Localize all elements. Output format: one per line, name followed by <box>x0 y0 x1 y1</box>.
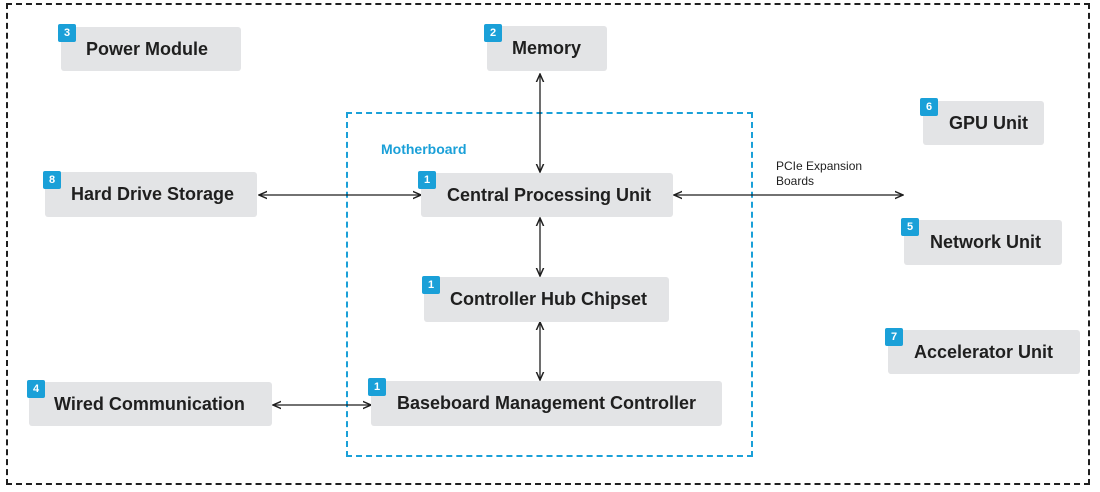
hard-drive-storage-label: Hard Drive Storage <box>71 184 235 204</box>
hard-drive-storage-node: Hard Drive Storage <box>45 172 257 217</box>
accelerator-unit-badge: 7 <box>885 328 903 346</box>
accelerator-unit-node: Accelerator Unit <box>888 330 1080 374</box>
bmc-node: Baseboard Management Controller <box>371 381 722 426</box>
controller-hub-chipset-node: Controller Hub Chipset <box>424 277 669 322</box>
power-module-node: Power Module <box>61 27 241 71</box>
network-unit-label: Network Unit <box>930 232 1042 252</box>
cpu-node: Central Processing Unit <box>421 173 673 217</box>
network-unit-badge: 5 <box>901 218 919 236</box>
memory-node: Memory <box>487 26 607 71</box>
motherboard-label: Motherboard <box>381 141 467 157</box>
cpu-label: Central Processing Unit <box>447 184 652 205</box>
pcie-expansion-label: PCIe Expansion Boards <box>776 159 863 188</box>
wired-communication-node: Wired Communication <box>29 382 272 426</box>
controller-hub-chipset-badge: 1 <box>422 276 440 294</box>
gpu-unit-label: GPU Unit <box>949 112 1028 133</box>
gpu-unit-badge: 6 <box>920 98 938 116</box>
controller-hub-chipset-label: Controller Hub Chipset <box>450 289 647 309</box>
power-module-badge: 3 <box>58 24 76 42</box>
memory-badge: 2 <box>484 24 502 42</box>
power-module-label: Power Module <box>86 38 209 59</box>
gpu-unit-node: GPU Unit <box>923 101 1044 145</box>
bmc-badge: 1 <box>368 378 386 396</box>
motherboard-boundary <box>346 112 753 457</box>
wired-communication-label: Wired Communication <box>54 393 245 414</box>
accelerator-unit-label: Accelerator Unit <box>914 341 1054 362</box>
cpu-badge: 1 <box>418 171 436 189</box>
bmc-label: Baseboard Management Controller <box>397 393 697 413</box>
network-unit-node: Network Unit <box>904 220 1062 265</box>
hard-drive-storage-badge: 8 <box>43 171 61 189</box>
wired-communication-badge: 4 <box>27 380 45 398</box>
memory-label: Memory <box>512 38 582 58</box>
system-boundary <box>6 3 1090 485</box>
